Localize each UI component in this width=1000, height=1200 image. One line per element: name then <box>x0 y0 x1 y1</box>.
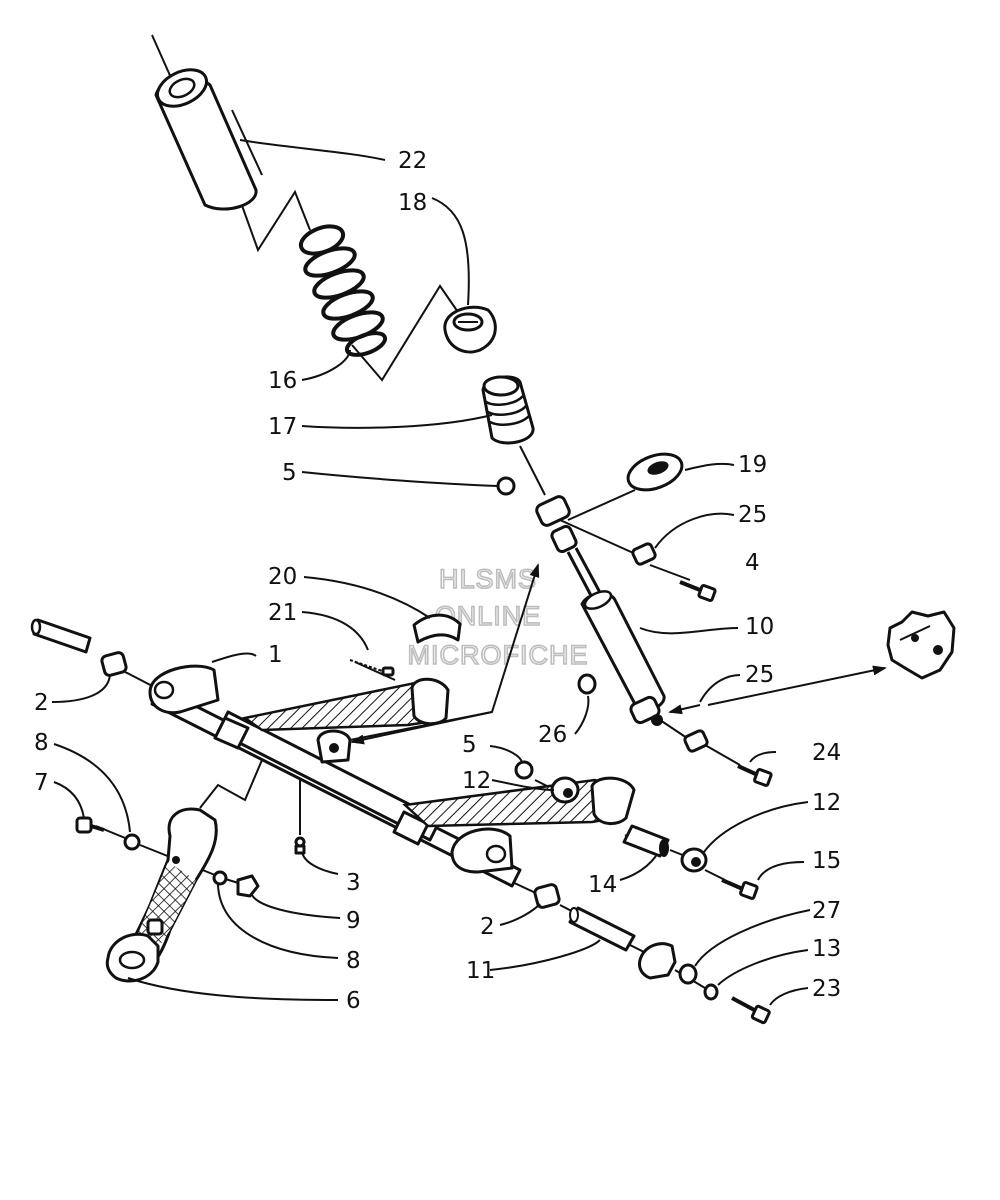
nut-upper <box>496 476 516 496</box>
bump-stop <box>481 375 535 445</box>
callout-1: 1 <box>268 642 283 668</box>
spring-retainer <box>443 305 497 354</box>
callout-16: 16 <box>268 368 297 394</box>
callout-6: 6 <box>346 988 361 1014</box>
callout-20: 20 <box>268 564 297 590</box>
callout-12-right: 12 <box>812 790 841 816</box>
callout-15: 15 <box>812 848 841 874</box>
bracket <box>412 613 462 644</box>
callout-18: 18 <box>398 190 427 216</box>
callout-26: 26 <box>538 722 567 748</box>
callout-21: 21 <box>268 600 297 626</box>
front-arm <box>148 664 636 888</box>
washer-arm <box>212 870 228 886</box>
spacer-middle <box>550 776 580 804</box>
nut-middle <box>514 760 534 780</box>
washer-flat <box>678 963 698 985</box>
watermark: HLSMS ONLINE MICROFICHE <box>407 563 589 671</box>
coil-spring <box>298 224 388 357</box>
pin <box>349 659 395 677</box>
bolt-upper <box>679 580 717 602</box>
spring-cover <box>154 68 263 211</box>
spacer-upper <box>631 542 657 566</box>
callout-8-left: 8 <box>34 730 49 756</box>
bolt-right <box>721 878 759 900</box>
rod-upper-left <box>30 618 92 654</box>
bolt-small <box>75 816 105 834</box>
shaft <box>568 906 636 952</box>
callout-23: 23 <box>812 976 841 1002</box>
watermark-line-3: MICROFICHE <box>408 640 589 670</box>
lock-washer <box>703 983 719 1001</box>
callout-13: 13 <box>812 936 841 962</box>
callout-labels: 22 18 16 17 5 19 25 4 20 21 1 10 2 25 26… <box>34 148 841 1014</box>
callout-5-upper: 5 <box>282 460 297 486</box>
cap-screw <box>731 996 771 1025</box>
callout-10: 10 <box>745 614 774 640</box>
callout-25-lower: 25 <box>745 662 774 688</box>
callout-25-upper: 25 <box>738 502 767 528</box>
bushing-right <box>533 883 561 909</box>
callout-3: 3 <box>346 870 361 896</box>
sleeve <box>622 824 670 858</box>
callout-2-right: 2 <box>480 914 495 940</box>
callout-2-left: 2 <box>34 690 49 716</box>
callout-7: 7 <box>34 770 49 796</box>
callout-17: 17 <box>268 414 297 440</box>
callout-12-middle: 12 <box>462 768 491 794</box>
spacer-right <box>680 847 708 873</box>
callout-5-middle: 5 <box>462 732 477 758</box>
explode-lines <box>95 34 741 989</box>
bushing <box>626 452 684 492</box>
watermark-line-1: HLSMS <box>439 564 537 594</box>
inset-component <box>886 610 956 680</box>
end-cap <box>638 942 677 980</box>
reference-arrows <box>349 563 887 745</box>
bushing-left <box>100 651 128 677</box>
callout-14: 14 <box>588 872 617 898</box>
nut-lower <box>577 673 597 695</box>
callout-11: 11 <box>466 958 495 984</box>
spacer-lower <box>683 729 709 753</box>
shock-absorber <box>535 495 666 726</box>
bolt-lower <box>737 764 773 787</box>
callout-22: 22 <box>398 148 427 174</box>
rear-arm <box>105 807 218 983</box>
nut-arm <box>236 874 260 898</box>
washer-left <box>123 833 141 851</box>
callout-9: 9 <box>346 908 361 934</box>
leader-lines <box>51 139 811 1006</box>
callout-19: 19 <box>738 452 767 478</box>
callout-27: 27 <box>812 898 841 924</box>
callout-24: 24 <box>812 740 841 766</box>
callout-8-right: 8 <box>346 948 361 974</box>
grease-fitting <box>294 836 306 855</box>
callout-4: 4 <box>745 550 760 576</box>
